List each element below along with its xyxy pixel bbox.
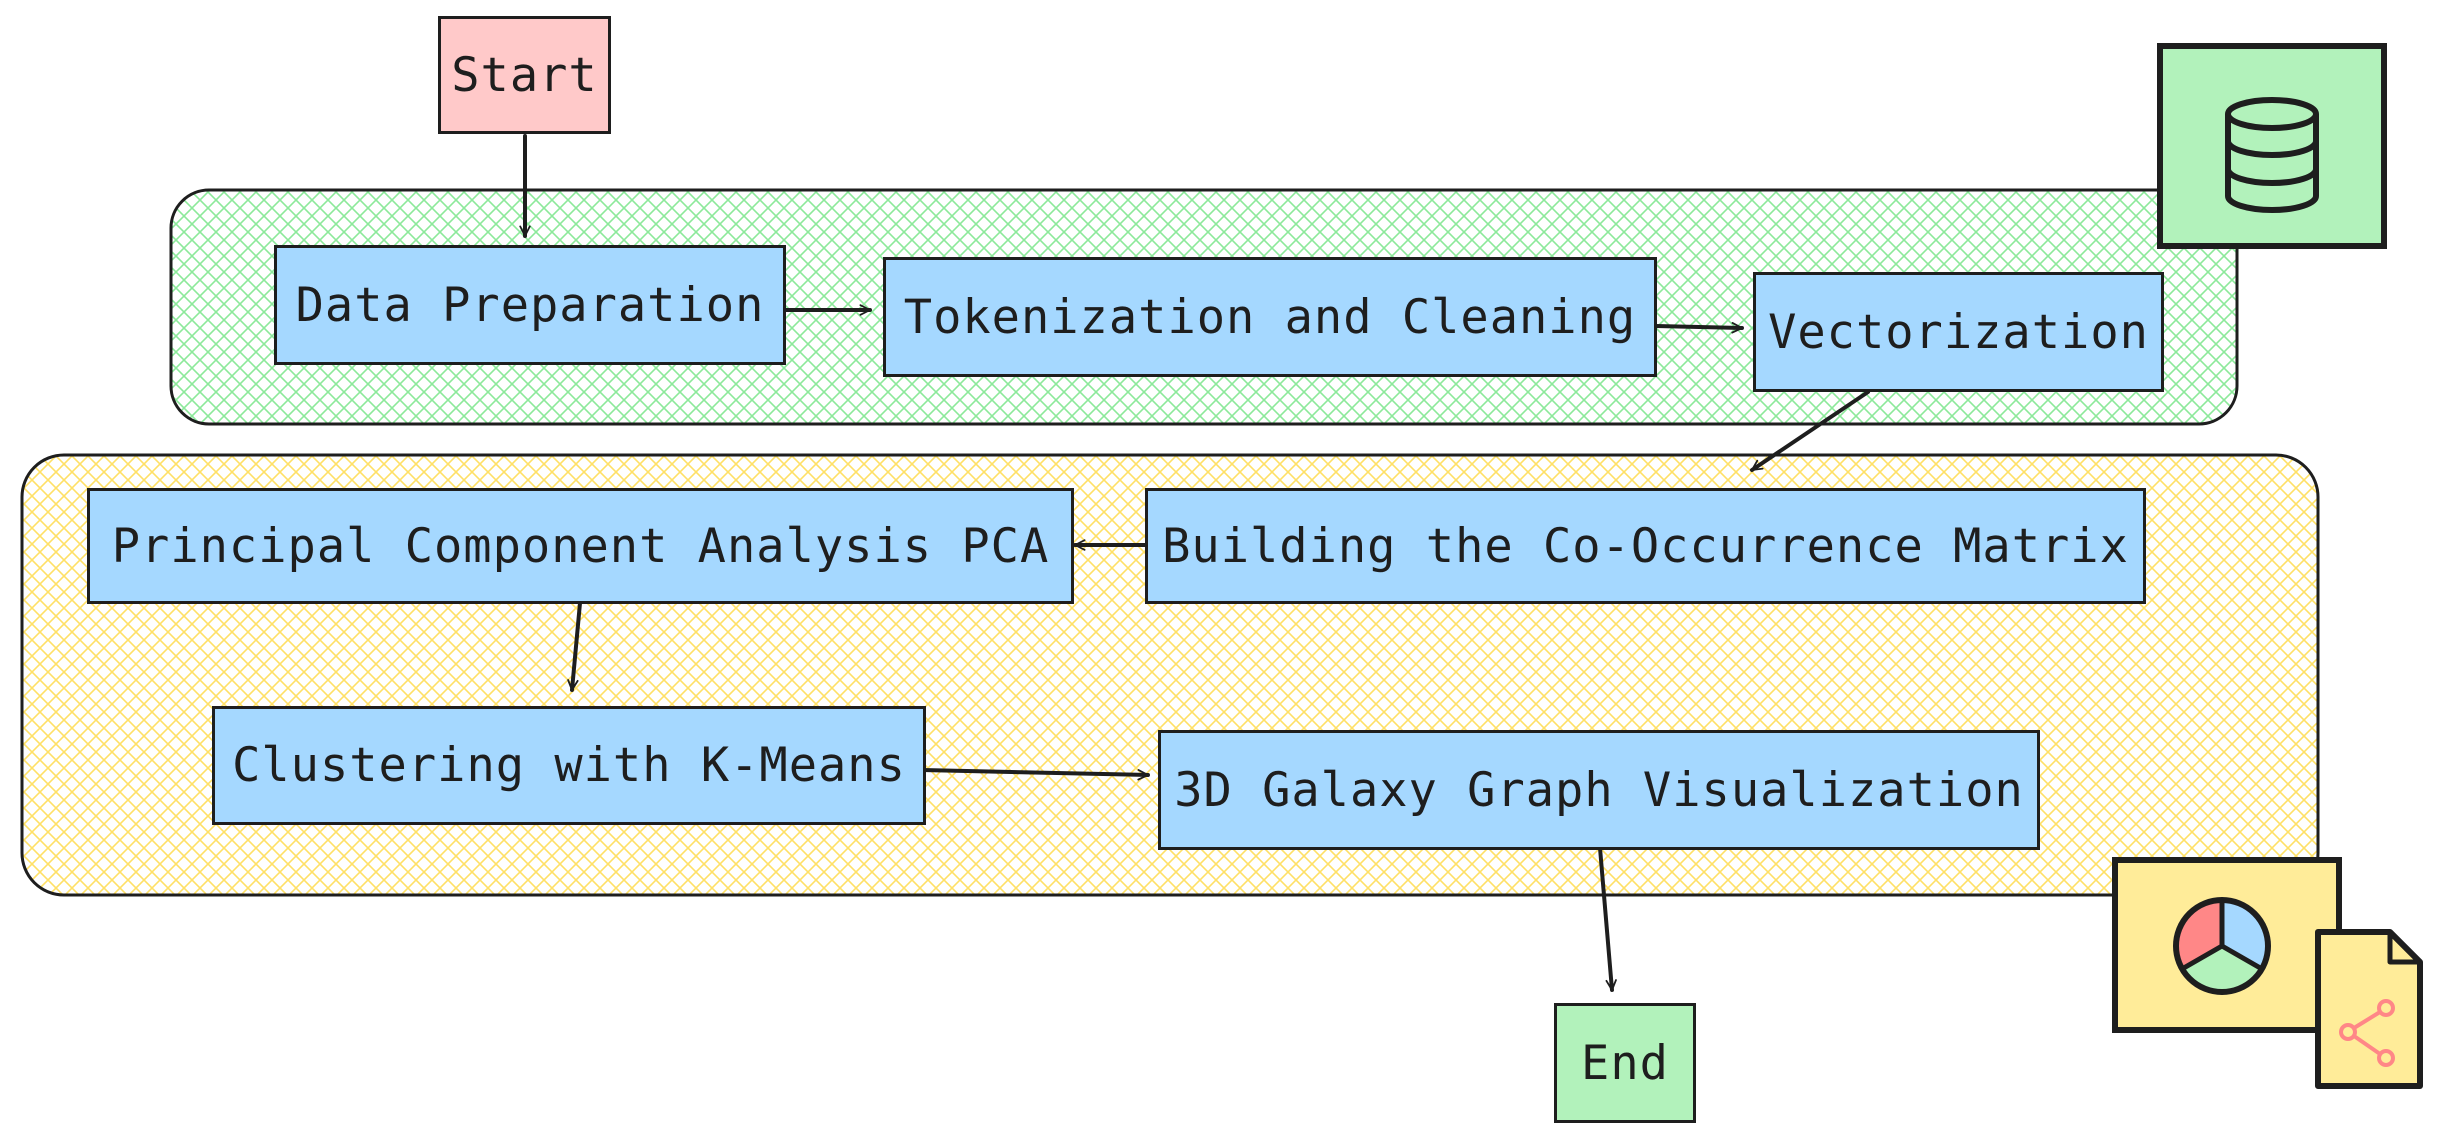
arrow-tokenization-to-vectorization — [1654, 322, 1744, 334]
arrow-clustering-to-galaxy — [920, 768, 1150, 781]
arrow-pca-to-clustering — [567, 601, 582, 692]
arrow-galaxy-to-end — [1598, 846, 1617, 992]
database-icon — [2157, 43, 2387, 249]
share-document-icon — [2315, 929, 2423, 1089]
tokenization-node: Tokenization and Cleaning — [883, 257, 1657, 377]
cooccurrence-matrix-node: Building the Co-Occurrence Matrix — [1145, 488, 2146, 604]
vectorization-node: Vectorization — [1753, 272, 2164, 392]
end-node: End — [1554, 1003, 1696, 1123]
pca-node: Principal Component Analysis PCA — [87, 488, 1074, 604]
clustering-node: Clustering with K-Means — [212, 706, 926, 825]
data-preparation-node: Data Preparation — [274, 245, 786, 365]
galaxy-visualization-node: 3D Galaxy Graph Visualization — [1158, 730, 2040, 850]
start-node: Start — [438, 16, 611, 134]
arrow-vectorization-to-cooccurrence — [1750, 390, 1870, 472]
pie-chart-icon — [2112, 857, 2342, 1033]
